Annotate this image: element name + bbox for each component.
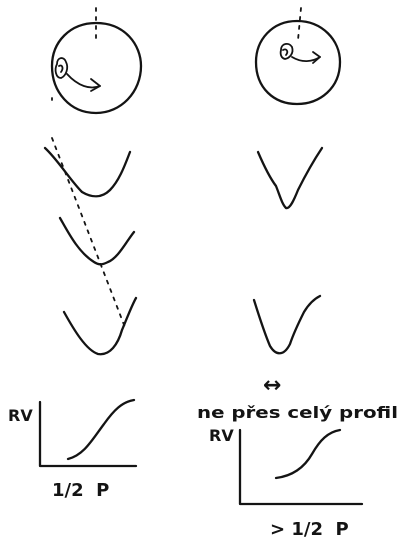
left-graph-axes [40,402,136,466]
left-bump-track [52,138,126,330]
annotation-text: ne přes celý profil [197,403,398,422]
right-star-disk [256,8,340,104]
right-rv-graph: RV > 1/2 P [209,426,362,540]
right-rv-curve [276,430,340,478]
right-line-profiles [254,148,322,353]
left-line-profiles [45,138,136,354]
right-column: ↔ ne přes celý profil RV > 1/2 P [197,8,398,540]
left-spot [56,58,68,78]
left-profile-3 [64,298,136,354]
right-spot [281,44,293,59]
right-profile-1 [258,148,322,208]
left-rv-curve [68,400,134,459]
left-star-disk [52,8,141,113]
left-rv-graph: RV 1/2 P [8,400,136,501]
right-arrow-head [313,52,320,63]
right-x-axis-label: > 1/2 P [270,519,349,540]
left-rotation-arrow [67,74,100,88]
right-y-axis-label: RV [209,426,234,445]
left-arrow-head [91,79,100,91]
left-column: RV 1/2 P [8,8,141,501]
double-arrow: ↔ [263,373,281,398]
right-profile-2 [254,296,320,353]
left-y-axis-label: RV [8,406,33,425]
left-x-axis-label: 1/2 P [52,480,109,501]
right-star-circle [256,21,340,104]
right-rotation-axis [298,8,301,40]
right-annotation: ↔ ne přes celý profil [197,373,398,422]
left-profile-2 [60,218,134,264]
